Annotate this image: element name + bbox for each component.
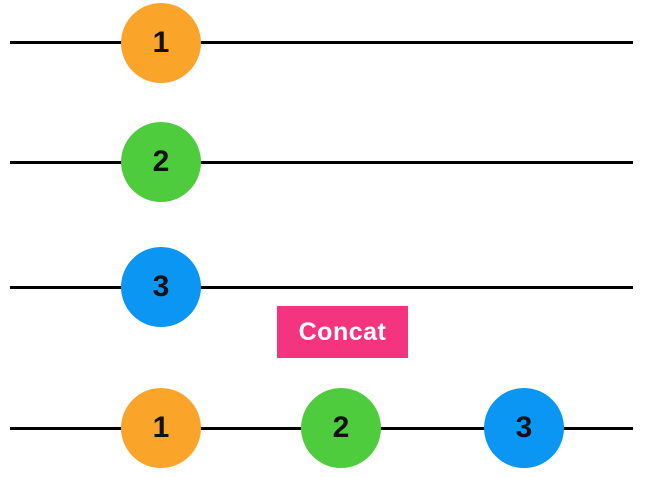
- concat-operator-label: Concat: [277, 306, 408, 358]
- source-1-marble-1[interactable]: 1: [121, 3, 201, 83]
- source-2-marble-2[interactable]: 2: [121, 122, 201, 202]
- source-1-timeline: [10, 41, 633, 44]
- source-3-marble-3[interactable]: 3: [121, 247, 201, 327]
- output-marble-1: 1: [121, 388, 201, 468]
- output-marble-2: 2: [301, 388, 381, 468]
- source-3-timeline: [10, 286, 633, 289]
- source-2-timeline: [10, 161, 633, 164]
- output-marble-3: 3: [484, 388, 564, 468]
